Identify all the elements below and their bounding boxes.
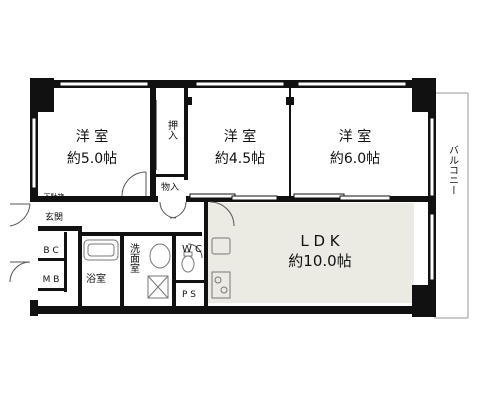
- ldk-type: L D K: [300, 232, 340, 250]
- interior-walls: [38, 88, 428, 306]
- shoe-box-label: 下駄箱: [44, 192, 65, 201]
- entrance-label: 玄関: [45, 211, 63, 223]
- columns: [30, 78, 436, 317]
- washroom-label: 洗面室: [128, 243, 140, 273]
- windows: [31, 81, 435, 281]
- balcony-label: バルコニー: [447, 145, 459, 195]
- room3-size: 約6.0帖: [330, 151, 380, 167]
- ps-label: P S: [182, 290, 196, 300]
- swing-doors: [9, 171, 235, 283]
- room1-type: 洋 室: [76, 128, 108, 145]
- storage-label: 物入: [161, 181, 179, 193]
- room2-size: 約4.5帖: [215, 151, 265, 167]
- balcony: [434, 92, 469, 319]
- ldk-floor: [206, 203, 414, 303]
- room3-type: 洋 室: [339, 128, 371, 145]
- room1-size: 約5.0帖: [67, 151, 117, 167]
- sliding-doors: [155, 100, 391, 201]
- bath-fixtures: [83, 237, 231, 299]
- mb-label: M B: [43, 275, 60, 285]
- bc-label: B C: [43, 246, 58, 256]
- room2-type: 洋 室: [224, 128, 256, 145]
- wc-label: W C: [182, 244, 202, 255]
- room-labels: 洋 室 約5.0帖 洋 室 約4.5帖 洋 室 約6.0帖 L D K 約10.…: [43, 119, 459, 300]
- bathroom-label: 浴室: [86, 272, 106, 285]
- ldk-size: 約10.0帖: [288, 252, 351, 270]
- closet-label: 押入: [166, 119, 178, 140]
